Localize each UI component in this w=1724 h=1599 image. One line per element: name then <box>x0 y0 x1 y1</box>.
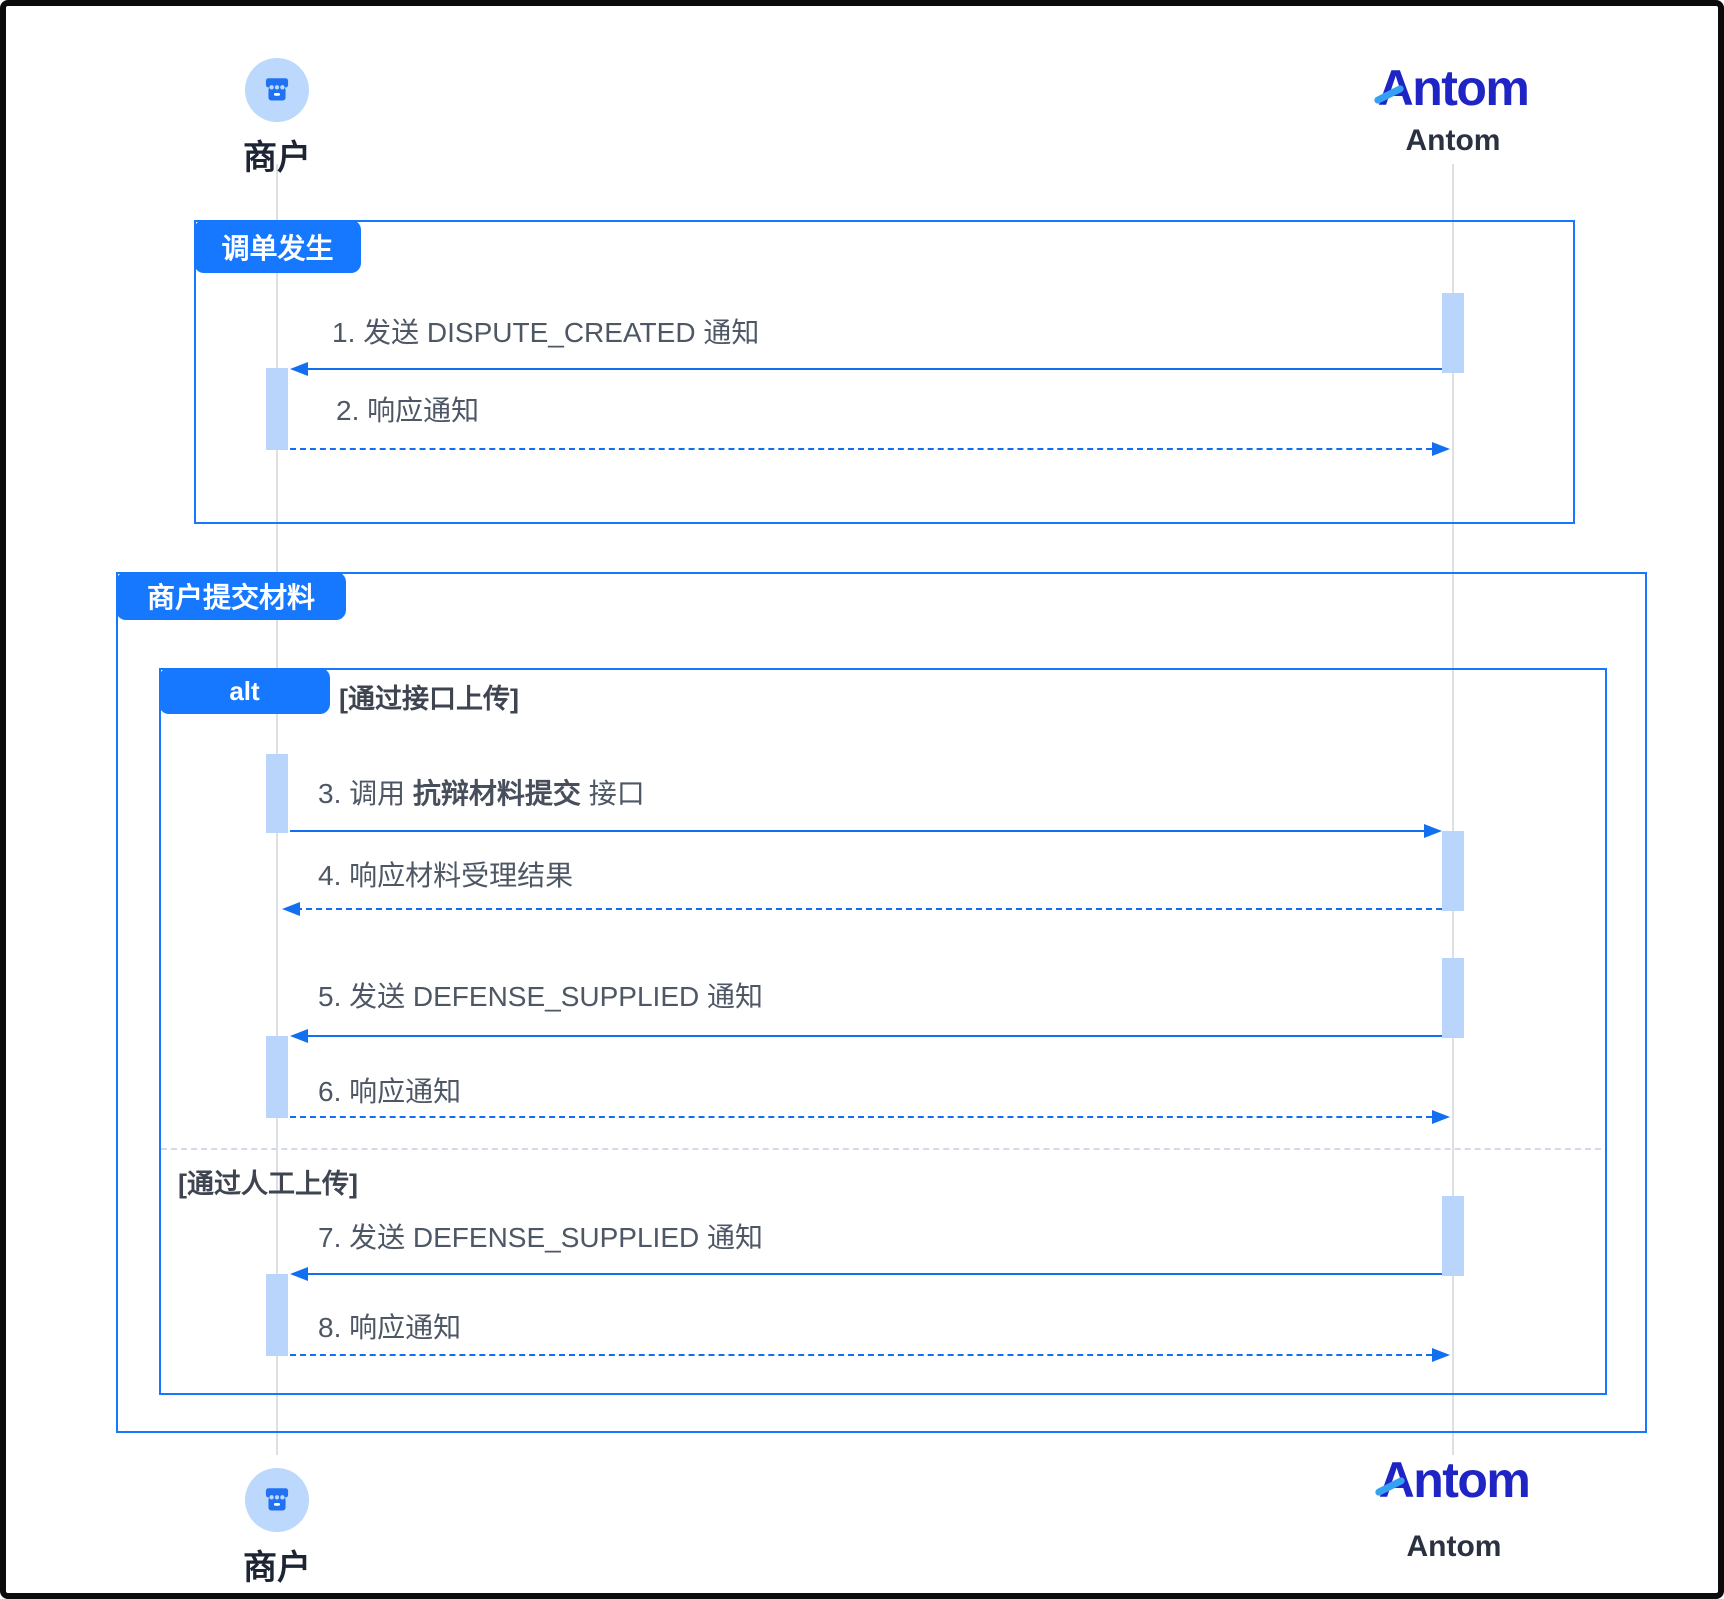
alt-frame <box>159 668 1607 1395</box>
merchant-label-bottom: 商户 <box>243 1549 311 1587</box>
merchant-activation-bar <box>266 754 288 833</box>
message-5-arrowhead-icon <box>290 1029 308 1043</box>
message-4-arrowhead-icon <box>282 902 300 916</box>
message-6-label: 6. 响应通知 <box>318 1076 462 1107</box>
message-3-arrowhead-icon <box>1424 824 1442 838</box>
message-1-arrowhead-icon <box>290 362 308 376</box>
alt-guard-api: [通过接口上传] <box>339 684 519 714</box>
store-icon <box>265 78 289 101</box>
frame-merchant-submit-title: 商户提交材料 <box>116 572 346 620</box>
message-3-label: 3. 调用 抗辩材料提交 接口 <box>318 778 645 809</box>
message-7-label: 7. 发送 DEFENSE_SUPPLIED 通知 <box>318 1222 764 1253</box>
message-2-label: 2. 响应通知 <box>336 395 480 426</box>
merchant-label-top: 商户 <box>243 139 311 177</box>
antom-activation-bar <box>1442 831 1464 911</box>
message-7-arrow <box>304 1273 1442 1275</box>
merchant-activation-bar <box>266 1036 288 1118</box>
message-7-arrowhead-icon <box>290 1267 308 1281</box>
message-2-arrowhead-icon <box>1432 442 1450 456</box>
message-8-label: 8. 响应通知 <box>318 1312 462 1343</box>
message-8-arrow <box>290 1354 1432 1356</box>
merchant-avatar-bottom <box>245 1468 309 1532</box>
message-5-arrow <box>304 1035 1442 1037</box>
antom-label-bottom: Antom <box>1406 1530 1502 1563</box>
store-icon <box>265 1488 289 1511</box>
alt-guard-manual: [通过人工上传] <box>178 1169 358 1199</box>
antom-activation-bar <box>1442 293 1464 373</box>
antom-activation-bar <box>1442 1196 1464 1276</box>
frame-merchant-submit <box>116 572 1647 1433</box>
antom-logo-bottom: Antom <box>1354 1455 1554 1505</box>
message-5-label: 5. 发送 DEFENSE_SUPPLIED 通知 <box>318 981 764 1012</box>
message-4-arrow <box>296 908 1442 910</box>
frame-dispute-created <box>194 220 1575 524</box>
message-2-arrow <box>290 448 1432 450</box>
message-6-arrow <box>290 1116 1432 1118</box>
message-1-arrow <box>304 368 1442 370</box>
merchant-activation-bar <box>266 368 288 450</box>
antom-activation-bar <box>1442 958 1464 1038</box>
message-4-label: 4. 响应材料受理结果 <box>318 860 574 891</box>
antom-logo-top: Antom <box>1353 63 1553 113</box>
message-1-label: 1. 发送 DISPUTE_CREATED 通知 <box>332 317 760 348</box>
merchant-avatar-top <box>245 58 309 122</box>
merchant-activation-bar <box>266 1274 288 1356</box>
antom-lifeline <box>1452 164 1454 1455</box>
message-8-arrowhead-icon <box>1432 1348 1450 1362</box>
antom-label-top: Antom <box>1405 124 1501 157</box>
alt-operator-badge: alt <box>159 668 330 714</box>
message-3-arrow <box>290 830 1424 832</box>
alt-divider <box>161 1148 1601 1150</box>
message-6-arrowhead-icon <box>1432 1110 1450 1124</box>
frame-dispute-created-title: 调单发生 <box>194 220 361 273</box>
